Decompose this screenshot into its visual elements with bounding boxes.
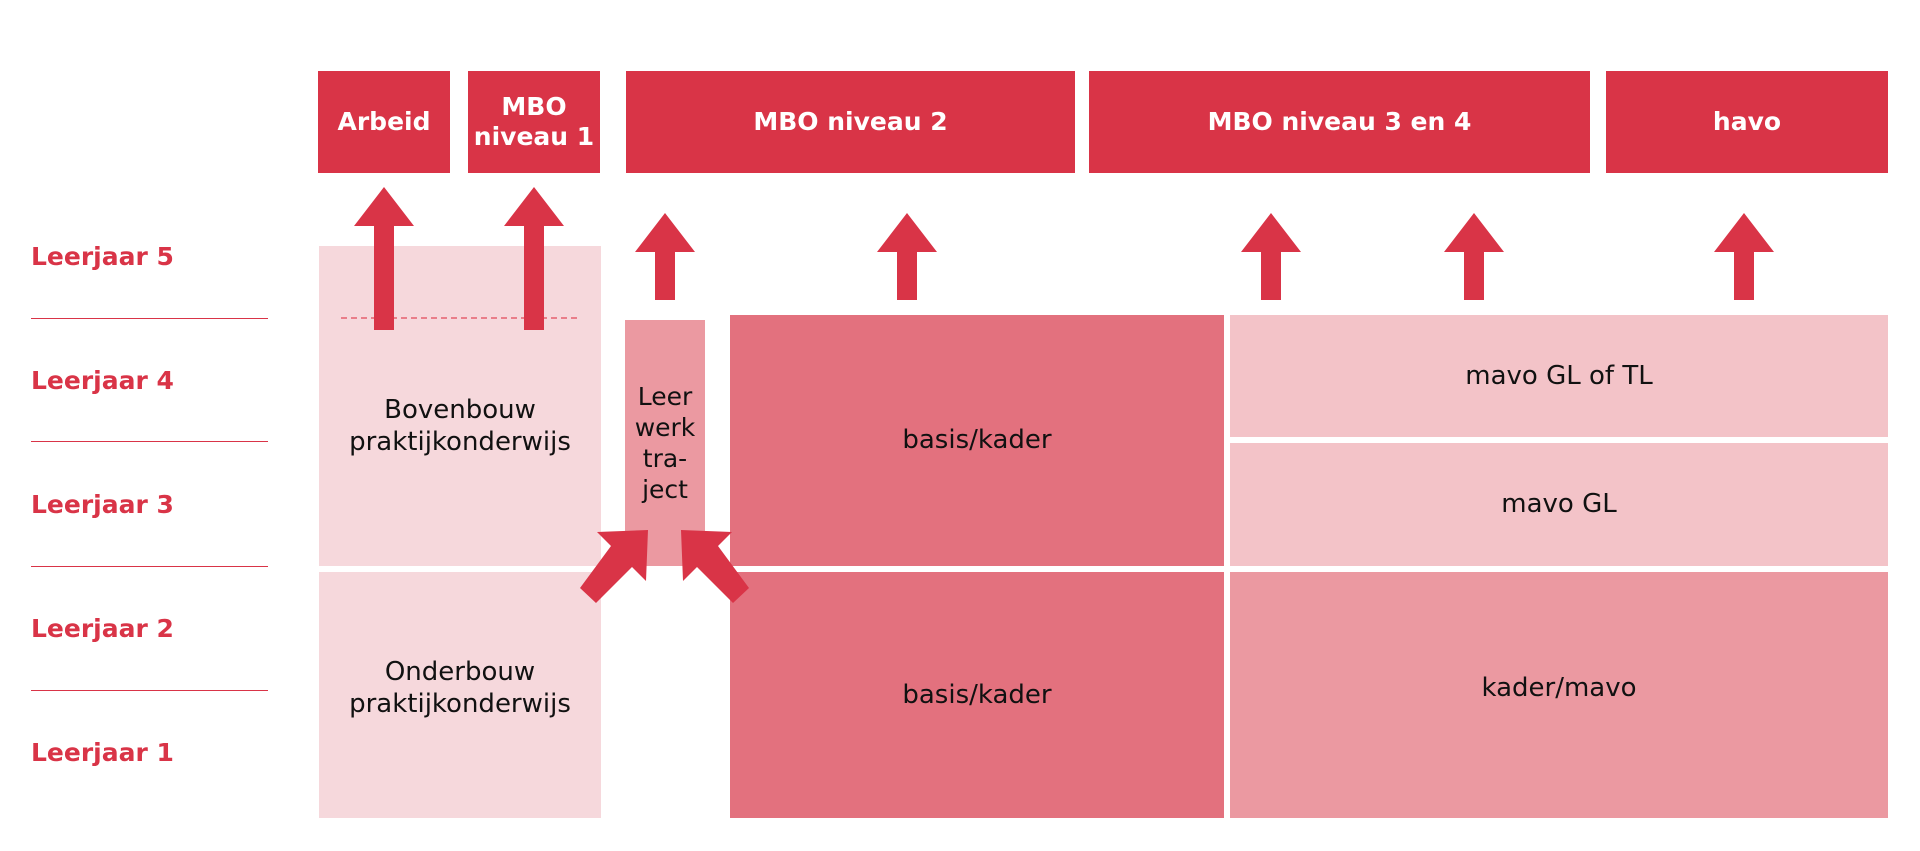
basis-kader-upper-label: basis/kader (902, 425, 1052, 456)
onderbouw-line1: Onderbouw (384, 656, 536, 687)
mavo-gl-label: mavo GL (1501, 489, 1617, 520)
year-divider-2-1 (31, 690, 268, 691)
year-label-5: Leerjaar 5 (31, 242, 174, 271)
arrow-diagonal-right (681, 530, 749, 603)
block-bovenbouw-praktijkonderwijs: Bovenbouw praktijkonderwijs (319, 246, 601, 566)
year-divider-3-2 (31, 566, 268, 567)
dest-mbo1-line1: MBO (501, 92, 567, 121)
lwt-line2: werk (634, 412, 696, 442)
block-kader-mavo: kader/mavo (1230, 572, 1888, 818)
block-basis-kader-upper: basis/kader (730, 315, 1224, 566)
kader-mavo-label: kader/mavo (1481, 672, 1637, 703)
bovenbouw-line1: Bovenbouw (384, 394, 536, 425)
dest-mbo-niveau-2: MBO niveau 2 (626, 71, 1075, 173)
dest-arbeid-label: Arbeid (337, 107, 431, 136)
arrow-up-arbeid (354, 187, 414, 330)
dest-havo-label: havo (1712, 107, 1782, 136)
year-divider-5-4 (31, 318, 268, 319)
dest-arbeid: Arbeid (318, 71, 450, 173)
block-mavo-gl: mavo GL (1230, 443, 1888, 566)
dest-mbo1-line2: niveau 1 (473, 122, 595, 151)
dest-mbo2-label: MBO niveau 2 (753, 107, 948, 136)
block-leerwerktraject: Leer werk tra- ject (625, 320, 705, 566)
dest-mbo-niveau-3-4: MBO niveau 3 en 4 (1089, 71, 1590, 173)
block-onderbouw-praktijkonderwijs: Onderbouw praktijkonderwijs (319, 572, 601, 818)
arrow-up-basis-kader (877, 213, 937, 300)
basis-kader-lower-label: basis/kader (902, 679, 1052, 710)
arrow-up-mavo-2 (1444, 213, 1504, 300)
dest-mbo34-label: MBO niveau 3 en 4 (1207, 107, 1472, 136)
year-label-3: Leerjaar 3 (31, 490, 174, 519)
bovenbouw-line2: praktijkonderwijs (349, 427, 571, 457)
lwt-line4: ject (642, 475, 688, 505)
dest-mbo-niveau-1: MBO niveau 1 (468, 71, 600, 173)
year-label-1: Leerjaar 1 (31, 738, 174, 767)
block-mavo-gl-of-tl: mavo GL of TL (1230, 315, 1888, 437)
onderbouw-line2: praktijkonderwijs (349, 689, 571, 719)
year-label-4: Leerjaar 4 (31, 366, 174, 395)
arrow-up-havo (1714, 213, 1774, 300)
arrow-up-mavo-1 (1241, 213, 1301, 300)
year-label-2: Leerjaar 2 (31, 614, 174, 643)
mavo-gl-tl-label: mavo GL of TL (1465, 360, 1653, 391)
arrow-diagonal-left (580, 530, 648, 603)
dest-havo: havo (1606, 71, 1888, 173)
lwt-line1: Leer (637, 381, 693, 411)
arrow-up-mbo1 (504, 187, 564, 330)
year-divider-4-3 (31, 441, 268, 442)
lwt-line3: tra- (642, 444, 688, 473)
arrow-up-leerwerktraject (635, 213, 695, 300)
block-basis-kader-lower: basis/kader (730, 572, 1224, 818)
